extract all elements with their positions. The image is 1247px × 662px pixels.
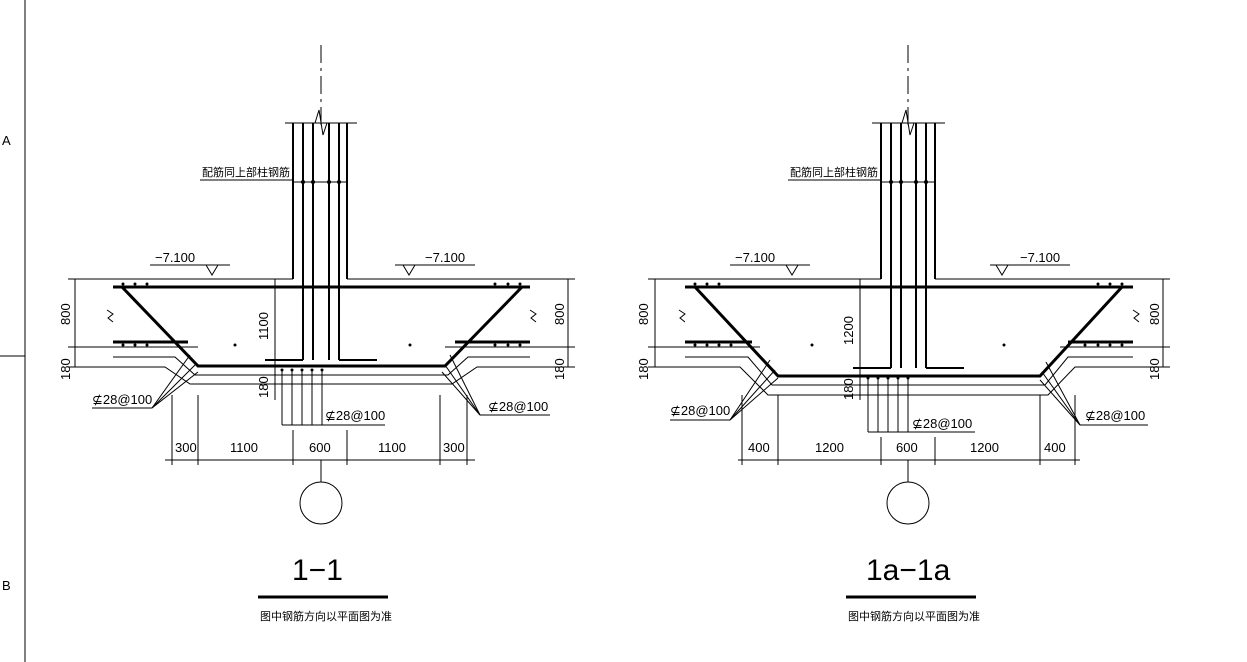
elevation-right: −7.100 [1020,250,1060,265]
drawing-note: 图中钢筋方向以平面图为准 [848,609,980,623]
bottom-dim: 600 [896,440,918,455]
leader-line [151,354,191,409]
section-title: 1a−1a [866,554,951,587]
rebar-label-left: ⊈28@100 [92,392,152,407]
bottom-dim: 600 [309,440,331,455]
haunch-rebar [113,285,530,368]
dim-col-180: 180 [256,376,271,398]
leader-line [729,369,776,421]
break-symbol [1132,309,1140,323]
dim-col-depth: 1100 [256,312,271,340]
column-break-symbol [901,109,915,136]
border-label-a: A [2,133,11,148]
elevation-triangle [205,264,219,276]
elevation-left: −7.100 [155,250,195,265]
section-1-1: 配筋同上部柱钢筋 −7.100 −7.100 [58,45,575,623]
leader-line [449,354,481,416]
dim-800-right: 800 [1147,303,1162,325]
bottom-dim: 300 [443,440,465,455]
rebar-label-left: ⊈28@100 [670,403,730,418]
foundation-bottom-outline-2 [113,366,530,385]
leader-line [1039,379,1081,426]
section-1a-1a: 配筋同上部柱钢筋 −7.100 −7.100 800 180 [636,45,1170,623]
bottom-dim: 1200 [815,440,844,455]
break-symbol [106,309,114,323]
break-symbol [529,309,537,323]
bottom-dim: 1100 [378,440,406,455]
rebar-label-center: ⊈28@100 [325,408,385,423]
leader-line [729,359,771,421]
dim-180-left: 180 [636,358,651,380]
dim-800-left: 800 [58,303,73,325]
elevation-left: −7.100 [735,250,775,265]
rebar-label-center: ⊈28@100 [912,416,972,431]
section-title: 1−1 [292,554,343,587]
elevation-right: −7.100 [425,250,465,265]
elevation-triangle [995,264,1009,276]
dim-180-right: 180 [552,358,567,380]
dim-800-left: 800 [636,303,651,325]
drawing-note: 图中钢筋方向以平面图为准 [260,609,392,623]
axis-bubble [886,481,930,525]
column-break-symbol [314,109,328,136]
haunch-rebar [685,285,1133,378]
rebar-note: 配筋同上部柱钢筋 [790,165,878,179]
dim-180-left: 180 [58,358,73,380]
leader-line [151,371,199,409]
dim-800-right: 800 [552,303,567,325]
elevation-triangle [402,264,416,276]
bottom-dim: 400 [1044,440,1066,455]
dim-col-180: 180 [841,378,856,400]
elevation-triangle [785,264,799,276]
leader-line [444,364,481,416]
bottom-dim: 300 [175,440,197,455]
bottom-dim: 1200 [970,440,999,455]
bottom-dim: 400 [748,440,770,455]
dim-col-depth: 1200 [841,316,856,345]
foundation-bottom-outline [685,356,1133,386]
leader-line [729,377,779,421]
rebar-note: 配筋同上部柱钢筋 [202,165,290,179]
leader-line [441,371,481,416]
break-symbol [678,309,686,323]
bottom-dim: 1100 [230,440,258,455]
foundation-bottom-outline-2 [685,366,1133,396]
axis-bubble [299,481,343,525]
leader-line [151,364,196,409]
rebar-label-right: ⊈28@100 [1085,408,1145,423]
border-label-b: B [2,578,11,593]
dim-180-right: 180 [1147,358,1162,380]
leader-line [1041,371,1081,426]
leader-line [1045,361,1081,426]
rebar-label-right: ⊈28@100 [488,399,548,414]
